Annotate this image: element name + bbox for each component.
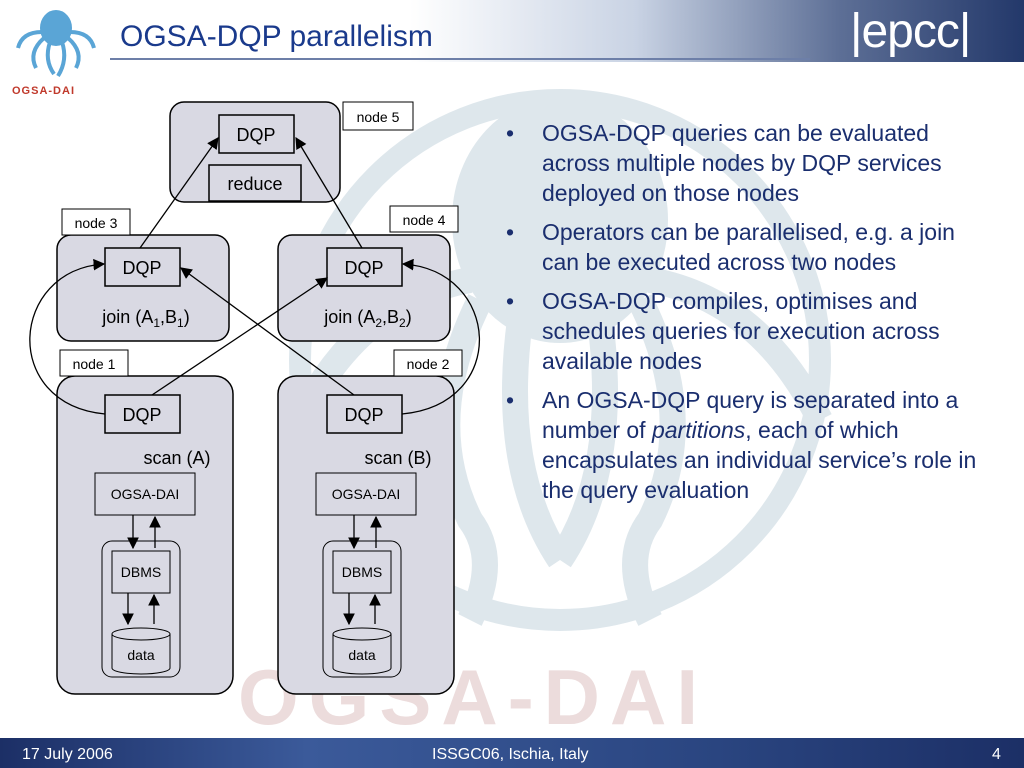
- dqp-box-node2: DQP: [344, 405, 383, 425]
- epcc-logo: |epcc|: [850, 5, 971, 58]
- dqp-box-node5: DQP: [236, 125, 275, 145]
- bullet-item: •OGSA-DQP queries can be evaluated acros…: [506, 120, 942, 206]
- page-title: OGSA-DQP parallelism: [120, 20, 433, 53]
- footer-page-number: 4: [992, 746, 1001, 763]
- dbms-box-node1: DBMS: [121, 564, 161, 580]
- join-a-label: join (A1,B1): [101, 307, 189, 330]
- arrow-dqp2-to-dqp3: [180, 267, 355, 396]
- node2-container: [277, 375, 455, 695]
- data-cylinder-node1: data: [127, 647, 154, 663]
- ogsa-dai-box-node1: OGSA-DAI: [111, 486, 179, 502]
- scan-a-label: scan (A): [143, 448, 210, 468]
- footer-date: 17 July 2006: [22, 746, 113, 763]
- dqp-box-node3: DQP: [122, 258, 161, 278]
- arrow-dqp4-to-dqp5: [295, 136, 363, 249]
- footer-event: ISSGC06, Ischia, Italy: [432, 746, 589, 763]
- data-cylinder-node2: data: [348, 647, 375, 663]
- ogsa-dai-logo-icon: [16, 10, 96, 78]
- node1-container: [56, 375, 234, 695]
- join-b-label: join (A2,B2): [323, 307, 411, 330]
- reduce-box: reduce: [227, 174, 282, 194]
- dqp-box-node4: DQP: [344, 258, 383, 278]
- bullet-item: •OGSA-DQP compiles, optimises and schedu…: [506, 288, 940, 374]
- logo-text: OGSA-DAI: [12, 85, 75, 97]
- dbms-box-node2: DBMS: [342, 564, 382, 580]
- header-band: [0, 0, 1024, 62]
- arrow-dqp3-to-dqp5: [139, 137, 219, 249]
- arrow-dqp1-to-dqp4: [151, 277, 328, 396]
- node3-label: node 3: [75, 215, 118, 231]
- node2-label: node 2: [407, 356, 450, 372]
- arrow-dqp2-to-dqp4-curve: [401, 258, 480, 415]
- title-underline: [110, 58, 810, 60]
- node5-label: node 5: [357, 109, 400, 125]
- node4-label: node 4: [403, 212, 446, 228]
- bullet-item: •An OGSA-DQP query is separated into a n…: [506, 387, 977, 503]
- node1-label: node 1: [73, 356, 116, 372]
- footer-bar: 17 July 2006 ISSGC06, Ischia, Italy 4: [0, 738, 1024, 768]
- dqp-box-node1: DQP: [122, 405, 161, 425]
- arrow-dqp1-to-dqp3-curve: [29, 258, 106, 415]
- scan-b-label: scan (B): [364, 448, 431, 468]
- bullet-list: •OGSA-DQP queries can be evaluated acros…: [506, 118, 996, 514]
- ogsa-dai-box-node2: OGSA-DAI: [332, 486, 400, 502]
- bullet-item: •Operators can be parallelised, e.g. a j…: [506, 219, 955, 275]
